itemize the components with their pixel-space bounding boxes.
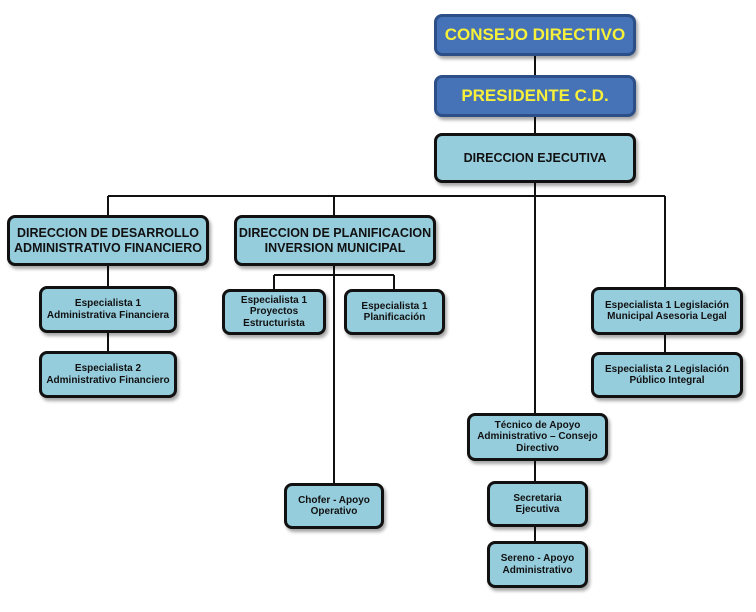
box-direccion-planificacion: DIRECCION DE PLANIFICACION INVERSION MUN… bbox=[234, 215, 436, 266]
box-especialista1-proyectos: Especialista 1 Proyectos Estructurista bbox=[222, 289, 326, 335]
box-chofer-apoyo: Chofer - Apoyo Operativo bbox=[284, 483, 384, 529]
box-sereno-apoyo: Sereno - Apoyo Administrativo bbox=[487, 541, 588, 588]
box-consejo-directivo: CONSEJO DIRECTIVO bbox=[434, 14, 636, 56]
box-secretaria-ejecutiva: Secretaria Ejecutiva bbox=[487, 481, 588, 527]
box-especialista1-planificacion: Especialista 1 Planificación bbox=[344, 289, 445, 335]
box-direccion-desarrollo: DIRECCION DE DESARROLLO ADMINISTRATIVO F… bbox=[7, 215, 209, 266]
box-especialista2-legislacion: Especialista 2 Legislación Público Integ… bbox=[591, 352, 743, 398]
box-direccion-ejecutiva: DIRECCION EJECUTIVA bbox=[434, 133, 636, 183]
box-especialista1-administrativa: Especialista 1 Administrativa Financiera bbox=[39, 286, 177, 333]
box-especialista1-legislacion: Especialista 1 Legislación Municipal Ase… bbox=[591, 287, 743, 335]
box-presidente: PRESIDENTE C.D. bbox=[434, 75, 636, 117]
box-tecnico-apoyo: Técnico de Apoyo Administrativo – Consej… bbox=[467, 413, 608, 461]
box-especialista2-administrativo: Especialista 2 Administrativo Financiero bbox=[39, 351, 177, 398]
